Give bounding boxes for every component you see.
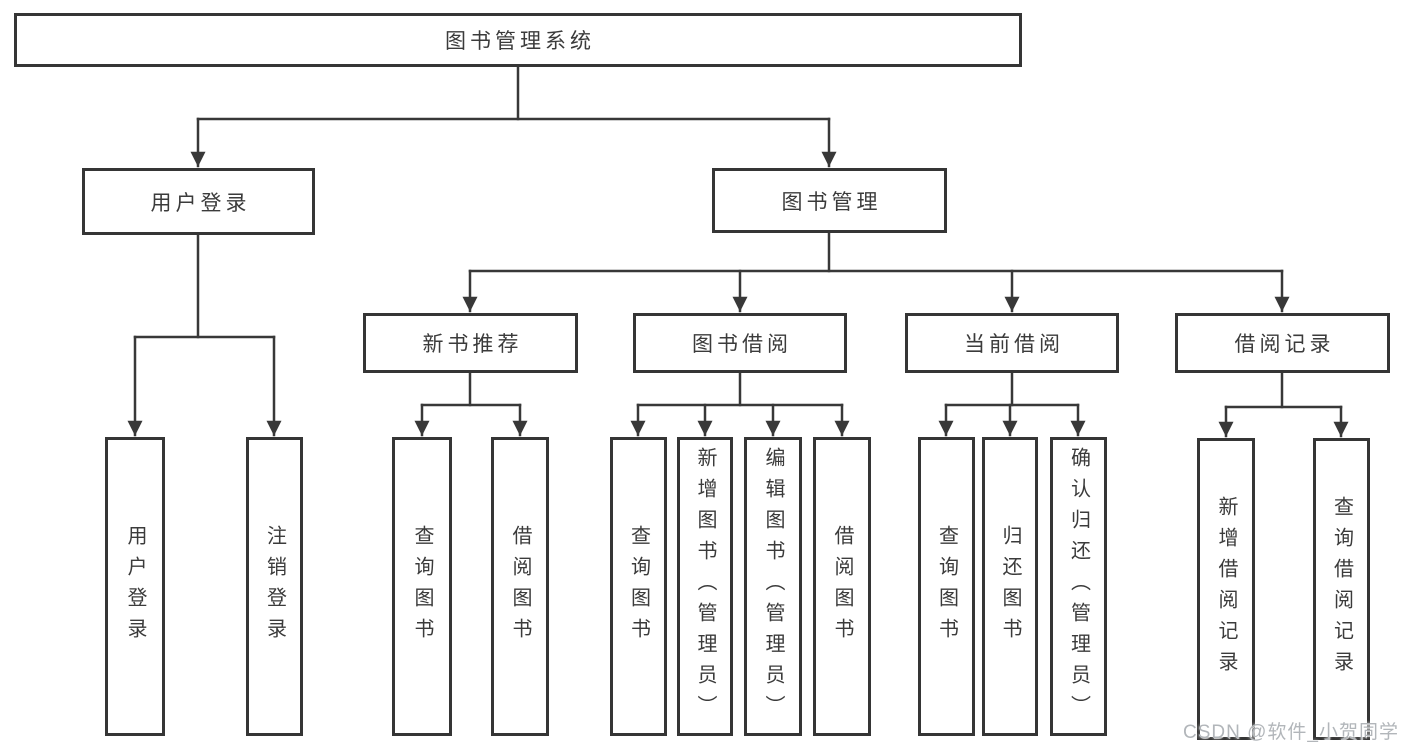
node-library-system: 图书管理系统 [14,13,1022,67]
leaf-query-books-current-label: 查询图书 [935,524,958,649]
node-current-borrowing-label: 当前借阅 [964,333,1064,356]
leaf-add-borrow-record-label: 新增借阅记录 [1215,496,1237,682]
leaf-query-borrow-record: 查询借阅记录 [1313,438,1370,740]
leaf-user-login: 用户登录 [105,437,165,736]
node-user-login: 用户登录 [82,168,315,235]
leaf-add-book-admin-label: 新增图书（管理员） [694,447,716,726]
leaf-edit-book-admin: 编辑图书（管理员） [744,437,802,736]
leaf-add-borrow-record: 新增借阅记录 [1197,438,1255,740]
leaf-borrow-books-borrowing: 借阅图书 [813,437,871,736]
leaf-return-book: 归还图书 [982,437,1038,736]
leaf-add-book-admin: 新增图书（管理员） [677,437,733,736]
leaf-borrow-books-borrowing-label: 借阅图书 [831,524,853,649]
node-user-login-label: 用户登录 [150,191,251,215]
leaf-query-books-borrowing-label: 查询图书 [627,524,650,649]
node-book-management-label: 图书管理 [781,190,882,214]
watermark: CSDN @软件_小贺同学 [1183,722,1399,743]
leaf-logout-label: 注销登录 [263,524,286,649]
leaf-query-books-borrowing: 查询图书 [610,437,667,736]
node-current-borrowing: 当前借阅 [905,313,1119,373]
node-book-borrowing-label: 图书借阅 [692,333,792,356]
node-borrowing-records-label: 借阅记录 [1234,333,1335,356]
leaf-user-login-label: 用户登录 [124,524,146,649]
node-new-book-recommendation-label: 新书推荐 [422,333,523,356]
leaf-confirm-return-admin: 确认归还（管理员） [1050,437,1107,736]
node-book-management: 图书管理 [712,168,947,233]
leaf-query-books-current: 查询图书 [918,437,975,736]
leaf-borrow-books-recommend: 借阅图书 [491,437,549,736]
leaf-query-books-recommend-label: 查询图书 [411,524,433,649]
node-library-system-label: 图书管理系统 [445,30,595,53]
node-borrowing-records: 借阅记录 [1175,313,1390,373]
leaf-query-borrow-record-label: 查询借阅记录 [1330,496,1353,682]
leaf-return-book-label: 归还图书 [999,524,1021,649]
leaf-edit-book-admin-label: 编辑图书（管理员） [762,447,784,726]
node-new-book-recommendation: 新书推荐 [363,313,578,373]
leaf-logout: 注销登录 [246,437,303,736]
node-book-borrowing: 图书借阅 [633,313,847,373]
leaf-confirm-return-admin-label: 确认归还（管理员） [1067,447,1090,726]
leaf-query-books-recommend: 查询图书 [392,437,452,736]
leaf-borrow-books-recommend-label: 借阅图书 [509,524,531,649]
